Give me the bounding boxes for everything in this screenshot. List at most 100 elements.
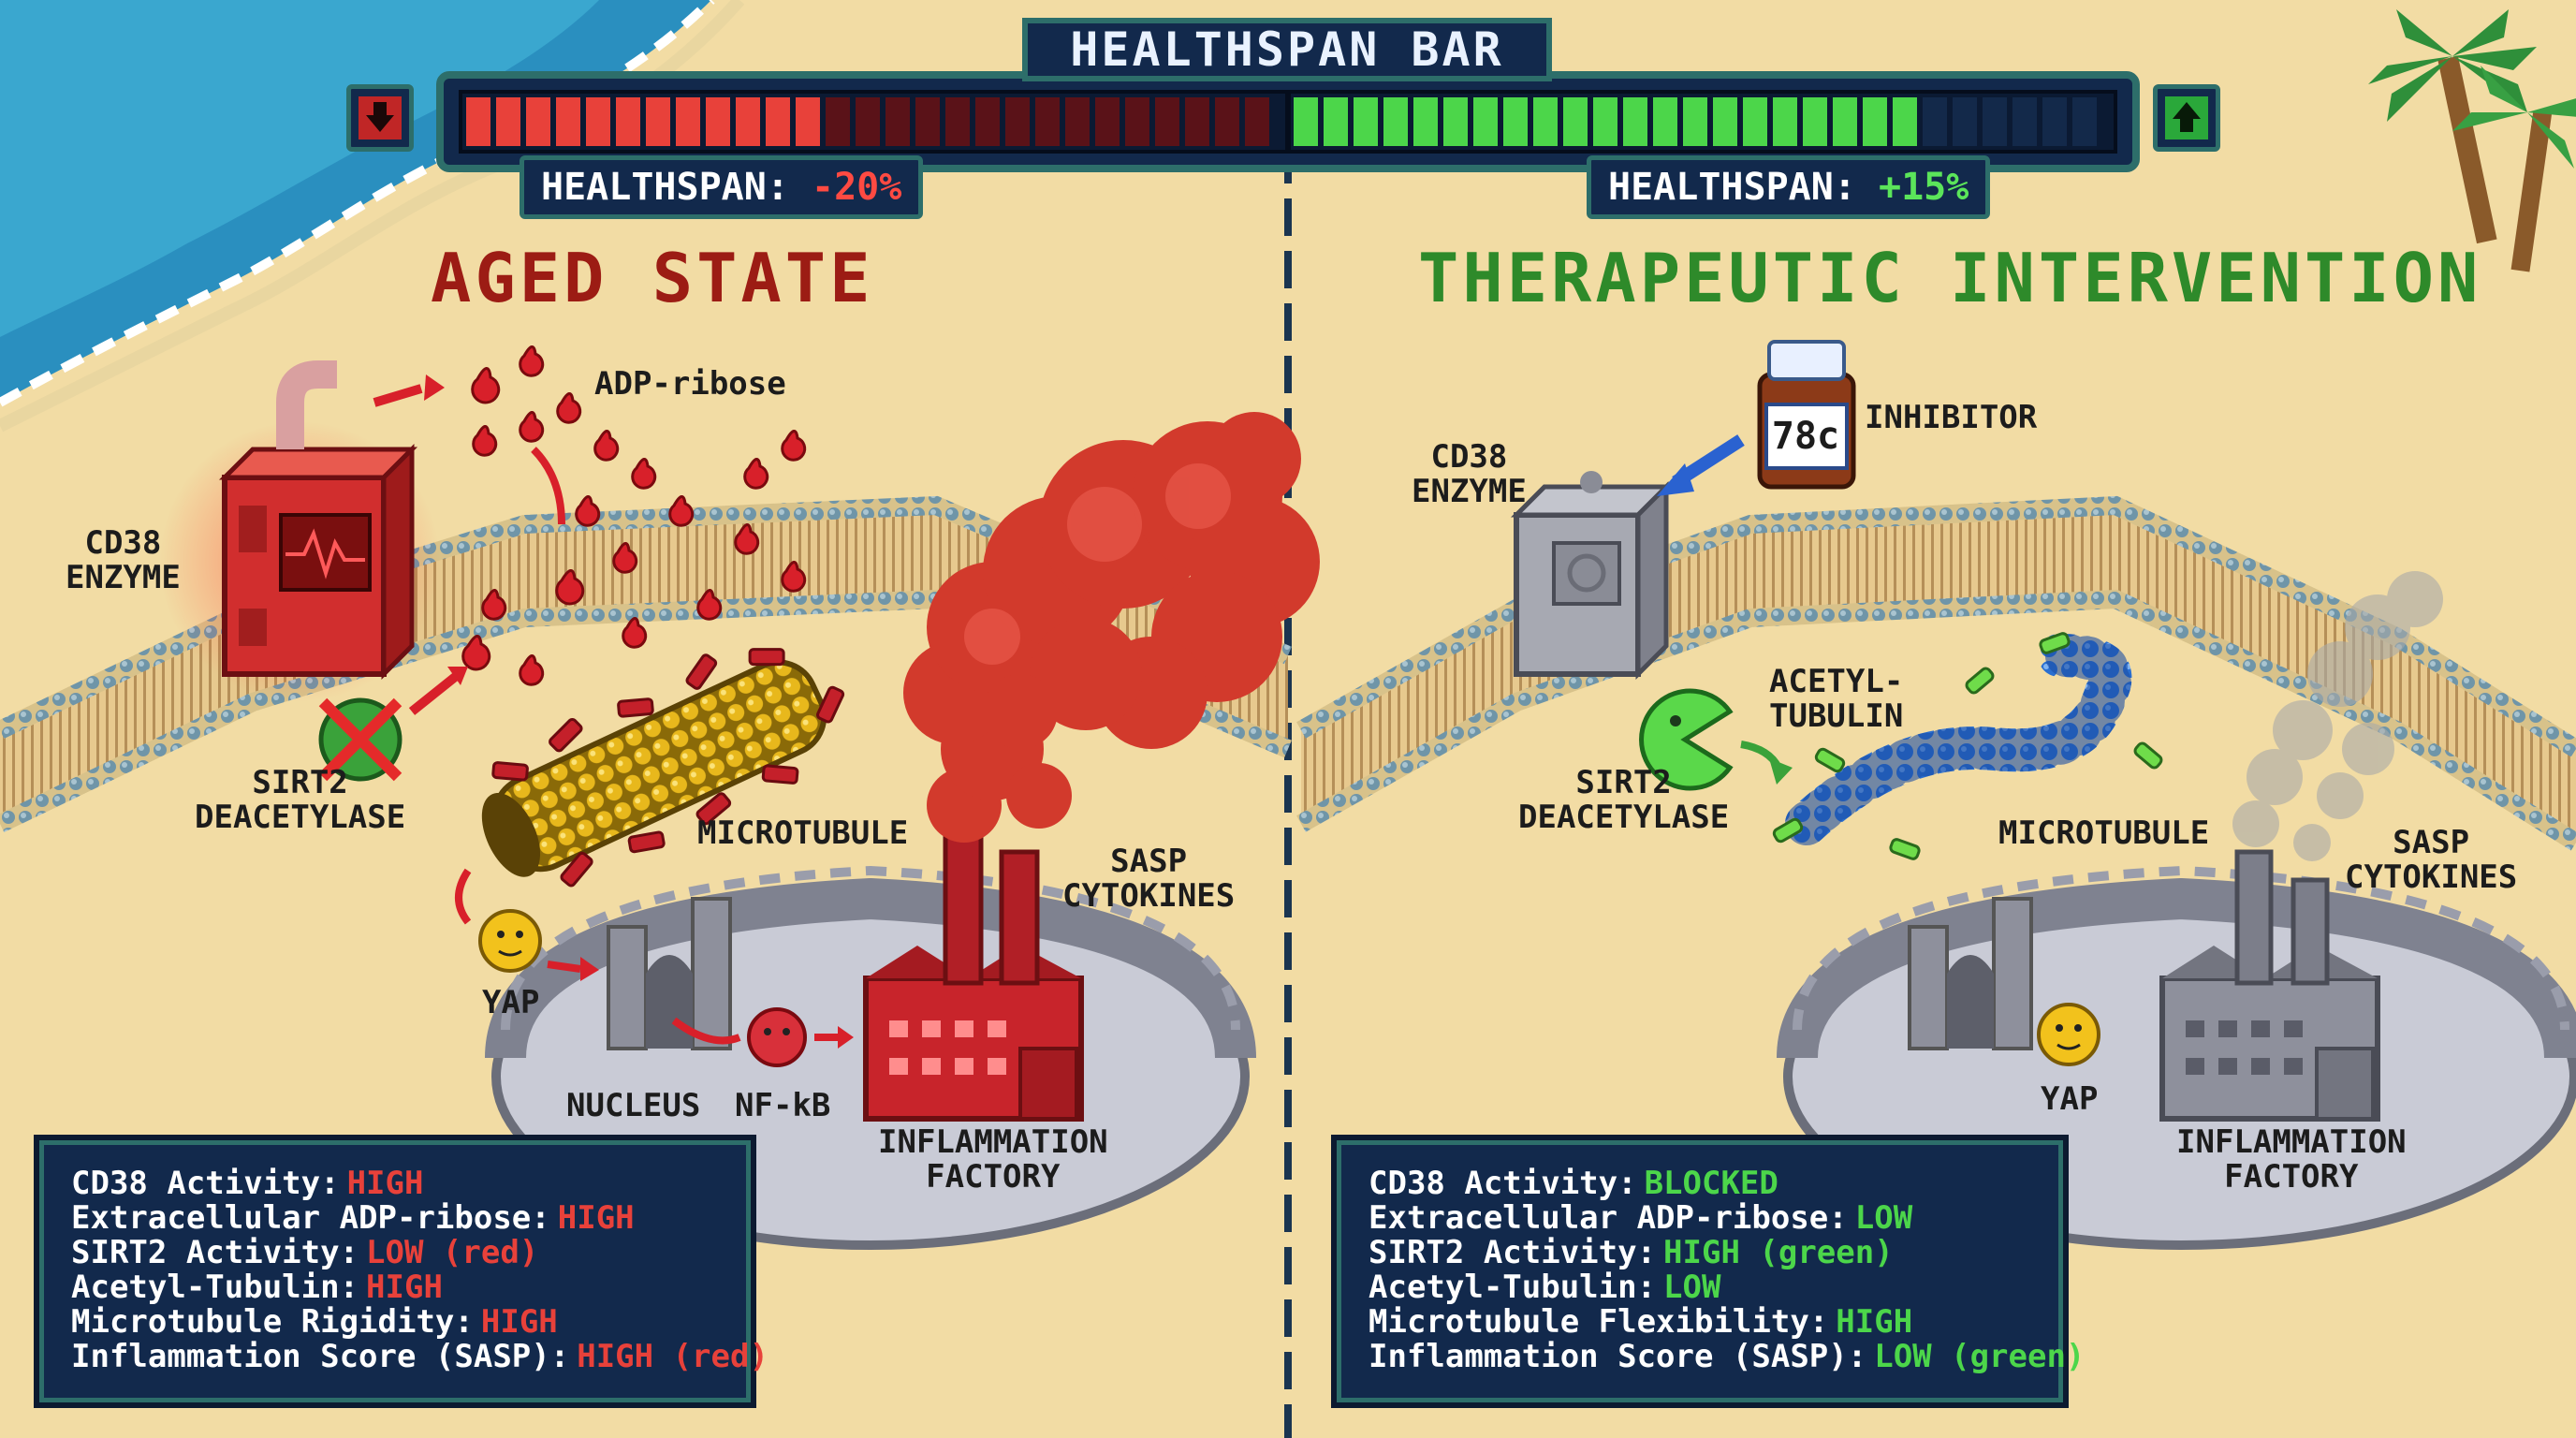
bar-segment bbox=[826, 97, 850, 146]
yap-label-aged: YAP bbox=[482, 984, 540, 1021]
bar-segment bbox=[915, 97, 940, 146]
bar-segment bbox=[1623, 97, 1647, 146]
down-arrow-icon bbox=[359, 96, 402, 139]
bar-segment bbox=[1155, 97, 1179, 146]
aged-factory bbox=[863, 821, 1084, 1122]
arrow bbox=[373, 384, 423, 407]
stat-value: HIGH bbox=[557, 1199, 635, 1237]
inhibitor-label: INHIBITOR bbox=[1865, 399, 2038, 436]
sirt2-active-icon bbox=[1639, 688, 1734, 791]
bar-segment bbox=[1473, 97, 1498, 146]
microtubule-label-aged: MICROTUBULE bbox=[697, 814, 909, 852]
bar-segment bbox=[2012, 97, 2037, 146]
stat-label: SIRT2 Activity: bbox=[1368, 1234, 1657, 1271]
stat-value: BLOCKED bbox=[1644, 1165, 1778, 1202]
bar-segment bbox=[1593, 97, 1617, 146]
bar-segment bbox=[1743, 97, 1767, 146]
bar-segment bbox=[1245, 97, 1269, 146]
therapy-title: THERAPEUTIC INTERVENTION bbox=[1418, 239, 2482, 317]
stat-label: Inflammation Score (SASP): bbox=[1368, 1338, 1867, 1375]
healthspan-bar-title: HEALTHSPAN BAR bbox=[1070, 22, 1504, 77]
therapy-factory bbox=[2159, 849, 2380, 1122]
healthspan-readout-right: HEALTHSPAN: +15% bbox=[1587, 155, 1991, 219]
palm-trees bbox=[2368, 9, 2576, 272]
stat-row: SIRT2 Activity:LOW (red) bbox=[71, 1236, 719, 1270]
stat-label: Microtubule Flexibility: bbox=[1368, 1303, 1829, 1341]
bar-segment bbox=[586, 97, 610, 146]
bar-segment bbox=[766, 97, 790, 146]
healthspan-label-left: HEALTHSPAN: bbox=[541, 166, 789, 209]
cd38-enzyme-active bbox=[159, 360, 440, 702]
bar-segment bbox=[1095, 97, 1120, 146]
bar-segment bbox=[1413, 97, 1438, 146]
inhibitor-bottle-label: 78c bbox=[1771, 415, 1840, 458]
rigid-microtubule bbox=[481, 648, 845, 888]
bar-segment bbox=[2072, 97, 2097, 146]
stat-label: Extracellular ADP-ribose: bbox=[1368, 1199, 1848, 1237]
nfkb-label: NF-kB bbox=[735, 1087, 831, 1124]
stat-value: HIGH bbox=[346, 1165, 424, 1202]
stat-value: HIGH bbox=[1836, 1303, 1913, 1341]
healthspan-value-right: +15% bbox=[1879, 166, 1969, 209]
bar-segment bbox=[646, 97, 670, 146]
bar-segment bbox=[1953, 97, 1977, 146]
bar-segment bbox=[706, 97, 730, 146]
flexible-microtubule bbox=[1772, 632, 2163, 860]
stat-value: HIGH (green) bbox=[1663, 1234, 1894, 1271]
bar-segment bbox=[1503, 97, 1528, 146]
stat-row: Acetyl-Tubulin:HIGH bbox=[71, 1270, 719, 1305]
healthspan-down-button[interactable] bbox=[346, 84, 414, 152]
bar-segment bbox=[1125, 97, 1149, 146]
bar-segment bbox=[1893, 97, 1917, 146]
healthspan-up-button[interactable] bbox=[2153, 84, 2220, 152]
bar-segment bbox=[1563, 97, 1588, 146]
bar-segment bbox=[736, 97, 760, 146]
microtubule-label-therapy: MICROTUBULE bbox=[1998, 814, 2210, 852]
stat-row: Extracellular ADP-ribose:LOW bbox=[1368, 1201, 2031, 1236]
yap-character bbox=[478, 909, 542, 973]
bar-segment bbox=[466, 97, 490, 146]
bar-segment bbox=[1185, 97, 1209, 146]
stat-label: Extracellular ADP-ribose: bbox=[71, 1199, 550, 1237]
bar-segment bbox=[616, 97, 640, 146]
healthspan-bar-right-fill bbox=[1294, 97, 2097, 146]
stat-value: HIGH bbox=[366, 1269, 443, 1306]
stat-row: Inflammation Score (SASP):HIGH (red) bbox=[71, 1340, 768, 1374]
bar-segment bbox=[1713, 97, 1737, 146]
bar-segment bbox=[526, 97, 550, 146]
bar-segment bbox=[676, 97, 700, 146]
adp-ribose-label: ADP-ribose bbox=[594, 365, 786, 403]
therapy-membrane bbox=[1296, 495, 2576, 851]
bar-segment bbox=[1683, 97, 1707, 146]
bar-segment bbox=[2042, 97, 2067, 146]
stat-label: Acetyl-Tubulin: bbox=[1368, 1269, 1657, 1306]
stat-label: CD38 Activity: bbox=[71, 1165, 340, 1202]
bar-segment bbox=[1833, 97, 1857, 146]
nucleus-label: NUCLEUS bbox=[566, 1087, 701, 1124]
bar-segment bbox=[1035, 97, 1060, 146]
bar-segment bbox=[1533, 97, 1558, 146]
up-arrow-icon bbox=[2165, 96, 2208, 139]
bar-segment bbox=[945, 97, 970, 146]
stat-row: Inflammation Score (SASP):LOW (green) bbox=[1368, 1338, 2085, 1375]
bar-segment bbox=[1215, 97, 1239, 146]
stat-row: Acetyl-Tubulin:LOW bbox=[1368, 1270, 2031, 1305]
bar-segment bbox=[1803, 97, 1827, 146]
stat-label: SIRT2 Activity: bbox=[71, 1234, 359, 1271]
bar-segment bbox=[1863, 97, 1887, 146]
cd38-enzyme-blocked bbox=[1510, 471, 1673, 681]
yap-character-right bbox=[2037, 1003, 2100, 1066]
stat-row: Microtubule Flexibility:HIGH bbox=[1368, 1305, 2031, 1340]
bar-segment bbox=[556, 97, 580, 146]
sirt2-blocked-icon bbox=[318, 697, 402, 782]
bar-segment bbox=[1065, 97, 1090, 146]
aged-state-title: AGED STATE bbox=[431, 239, 874, 317]
stat-row: Extracellular ADP-ribose:HIGH bbox=[71, 1201, 719, 1236]
stat-value: LOW (green) bbox=[1874, 1338, 2086, 1375]
stat-row: CD38 Activity:BLOCKED bbox=[1368, 1167, 2031, 1201]
